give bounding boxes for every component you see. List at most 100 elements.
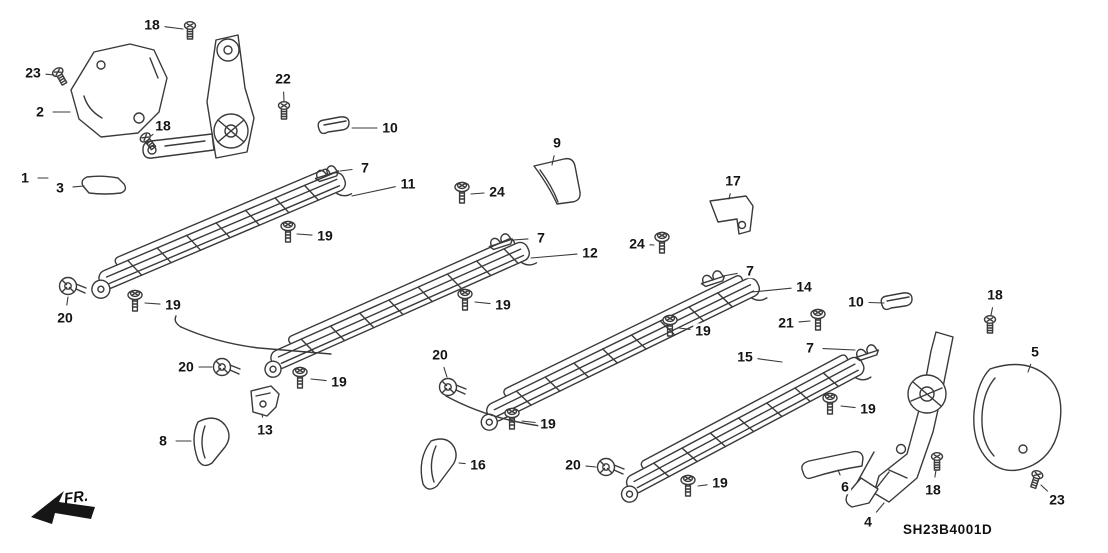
leader-line	[798, 320, 811, 323]
part-cover-8	[193, 417, 230, 467]
callout-19[interactable]: 19	[538, 415, 558, 432]
leader-line	[66, 296, 69, 306]
callout-12[interactable]: 12	[580, 244, 600, 261]
callout-19[interactable]: 19	[710, 474, 730, 491]
callout-6[interactable]: 6	[839, 478, 851, 495]
leader-line	[990, 307, 994, 316]
callout-10[interactable]: 10	[380, 119, 400, 136]
callout-9[interactable]: 9	[551, 134, 563, 151]
callout-14[interactable]: 14	[794, 278, 814, 295]
stud-20	[438, 377, 467, 397]
leader-line	[840, 405, 856, 409]
leader-line	[722, 272, 738, 277]
callout-7[interactable]: 7	[359, 159, 371, 176]
part-bracket-13	[250, 385, 280, 417]
callout-19[interactable]: 19	[858, 400, 878, 417]
callout-2[interactable]: 2	[34, 103, 46, 120]
callout-23[interactable]: 23	[23, 64, 43, 81]
part-strip-3	[81, 175, 127, 195]
stabilizer-rod-2	[445, 395, 549, 428]
part-riser-4	[845, 331, 954, 508]
callout-13[interactable]: 13	[255, 421, 275, 438]
screw-23	[1027, 468, 1045, 490]
callout-21[interactable]: 21	[776, 314, 796, 331]
leader-line	[72, 185, 85, 188]
fr-arrow-icon	[31, 491, 95, 524]
leader-line	[822, 348, 856, 351]
callout-18[interactable]: 18	[153, 117, 173, 134]
callout-23[interactable]: 23	[1047, 491, 1067, 508]
leader-line	[470, 192, 485, 195]
latch-10	[880, 292, 913, 311]
leader-line	[551, 155, 555, 166]
leader-line	[351, 186, 396, 197]
callout-18[interactable]: 18	[985, 286, 1005, 303]
callout-10[interactable]: 10	[846, 293, 866, 310]
callout-3[interactable]: 3	[54, 179, 66, 196]
leader-line	[1040, 484, 1049, 492]
stabilizer-rod	[180, 326, 332, 355]
callout-22[interactable]: 22	[273, 70, 293, 87]
stud-20	[58, 276, 87, 296]
screw-18	[183, 21, 197, 40]
callout-11[interactable]: 11	[398, 175, 418, 192]
callout-19[interactable]: 19	[163, 296, 183, 313]
callout-1[interactable]: 1	[19, 169, 31, 186]
callout-19[interactable]: 19	[693, 322, 713, 339]
latch-10	[317, 116, 350, 135]
callout-7[interactable]: 7	[744, 262, 756, 279]
bolt-24	[654, 231, 670, 254]
leader-line	[339, 168, 353, 172]
callout-19[interactable]: 19	[493, 296, 513, 313]
stud-20	[212, 357, 241, 377]
callout-19[interactable]: 19	[315, 227, 335, 244]
callout-16[interactable]: 16	[468, 456, 488, 473]
leader-line	[728, 193, 731, 200]
leader-lines	[37, 26, 1049, 513]
part-cover-9	[533, 157, 581, 205]
callout-7[interactable]: 7	[535, 229, 547, 246]
callout-4[interactable]: 4	[862, 513, 874, 530]
leader-line	[443, 366, 448, 378]
part-bracket-17	[709, 195, 754, 235]
bolt-24	[454, 181, 470, 204]
leader-line	[868, 301, 885, 304]
slide-rail-assembly-15	[620, 354, 872, 503]
part-recliner-cover-2	[70, 43, 168, 138]
callout-20[interactable]: 20	[430, 346, 450, 363]
callout-7[interactable]: 7	[804, 339, 816, 356]
callout-5[interactable]: 5	[1029, 343, 1041, 360]
diagram-code: SH23B4001D	[903, 522, 993, 537]
callout-20[interactable]: 20	[176, 358, 196, 375]
stabilizer-rod-end	[174, 315, 182, 328]
callout-15[interactable]: 15	[735, 348, 755, 365]
callout-19[interactable]: 19	[329, 373, 349, 390]
callout-20[interactable]: 20	[563, 456, 583, 473]
leader-line	[458, 462, 466, 465]
stud-20	[596, 457, 625, 477]
screw-18	[983, 315, 997, 334]
slide-rail-assembly-12	[264, 238, 538, 378]
callout-20[interactable]: 20	[55, 309, 75, 326]
callout-17[interactable]: 17	[723, 172, 743, 189]
leader-line	[530, 253, 578, 259]
slide-rail-assembly-11	[91, 168, 353, 299]
callout-24[interactable]: 24	[627, 235, 647, 252]
callout-18[interactable]: 18	[923, 481, 943, 498]
bolt-19	[292, 366, 308, 389]
bolt-19	[280, 220, 296, 243]
callout-24[interactable]: 24	[487, 183, 507, 200]
part-cover-5	[973, 363, 1062, 472]
callout-18[interactable]: 18	[142, 16, 162, 33]
leader-line	[45, 73, 55, 76]
callout-8[interactable]: 8	[157, 432, 169, 449]
leader-line	[697, 484, 708, 487]
leader-line	[512, 238, 529, 241]
bolt-19	[457, 288, 473, 311]
screw-23	[50, 65, 70, 88]
leader-line	[837, 469, 841, 476]
leader-line	[521, 420, 536, 424]
bolt-21	[810, 308, 826, 331]
